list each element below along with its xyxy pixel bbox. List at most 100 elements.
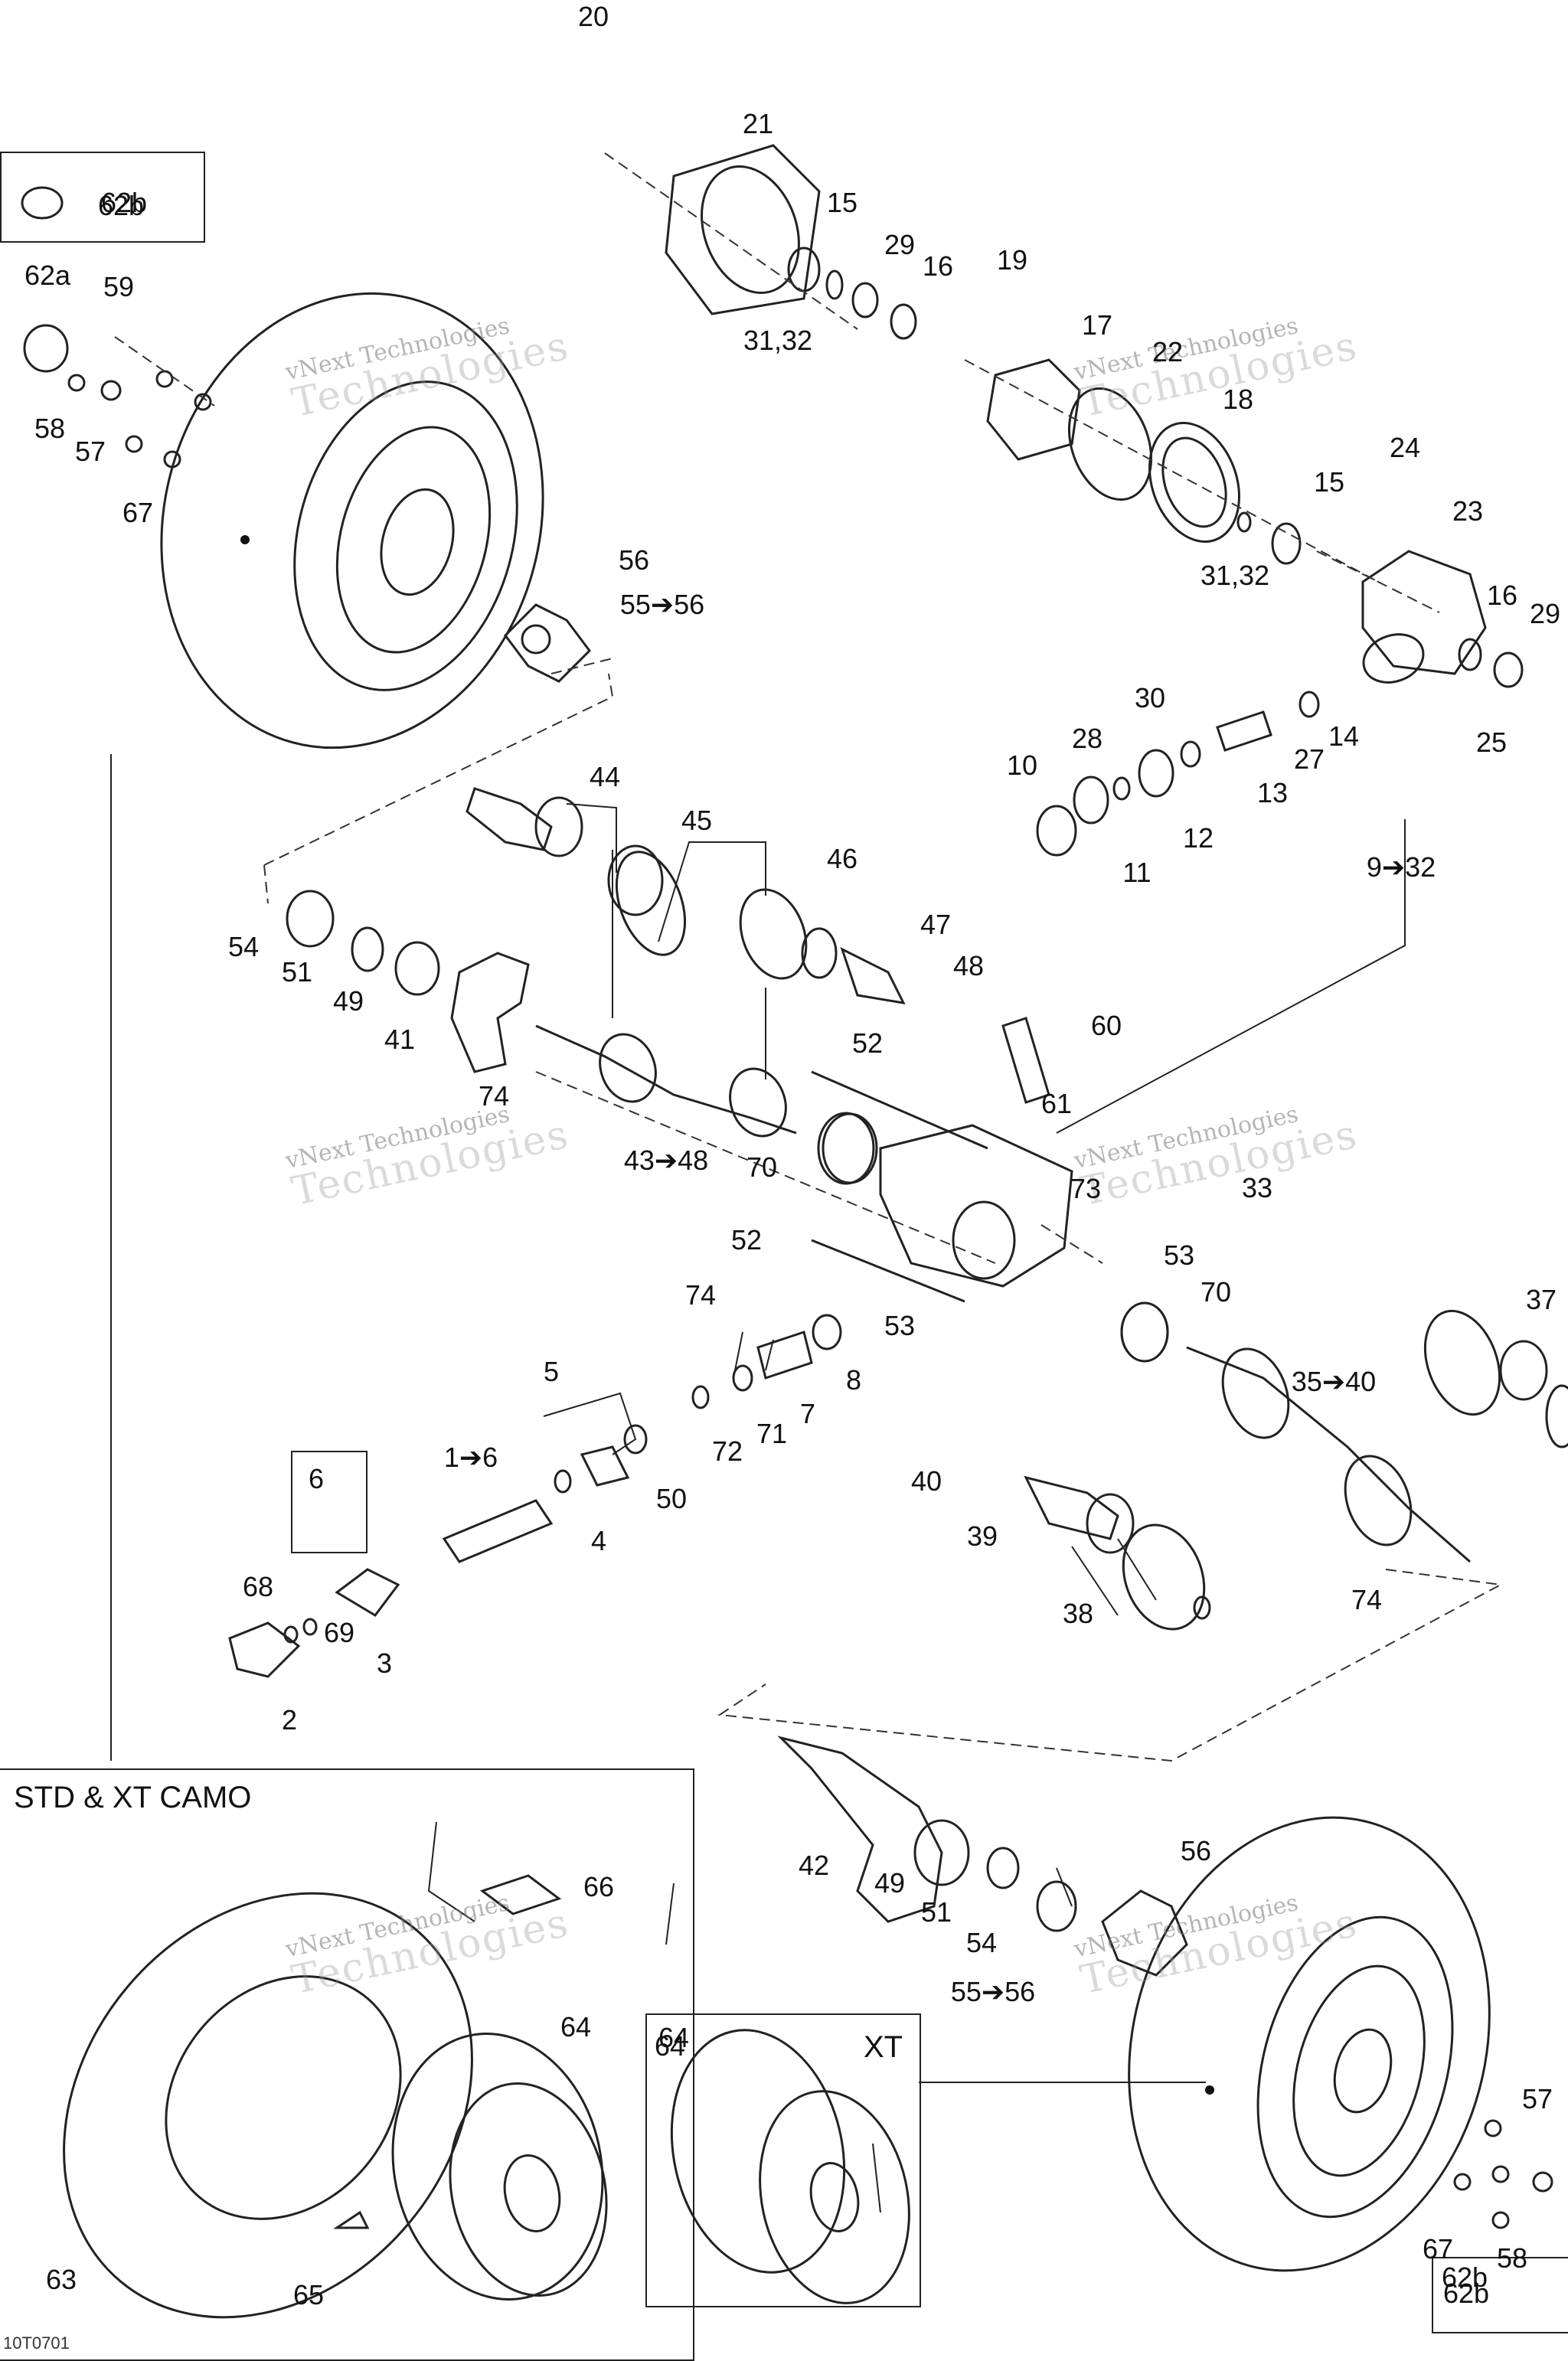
driveshaft-43 <box>535 1024 797 1135</box>
transmission <box>879 1124 1073 1288</box>
part-label: 74 <box>1351 1584 1383 1615</box>
part-label: 54 <box>965 1927 998 1958</box>
part-label: 25 <box>1475 727 1508 758</box>
part-label: 46 <box>826 843 858 874</box>
part-label: 50 <box>655 1483 688 1514</box>
part-label: 31,32 <box>743 325 813 356</box>
rim-upper-left <box>293 380 518 691</box>
part-label: 24 <box>1389 432 1421 463</box>
part-label: 35➔40 <box>1291 1366 1377 1397</box>
part-label: 39 <box>966 1520 998 1552</box>
part-label: 67 <box>1422 2233 1454 2265</box>
part-label: 47 <box>920 909 952 940</box>
figure-code: 10T0701 <box>3 2333 70 2353</box>
part-label: 49 <box>874 1867 906 1899</box>
valve-66 <box>479 1874 562 1915</box>
part-label: 52 <box>730 1224 763 1256</box>
part-label: 13 <box>1256 777 1289 808</box>
part-label: 55➔56 <box>950 1976 1036 2007</box>
part-label: 55➔56 <box>619 589 705 620</box>
part-label: 62b <box>1441 2261 1488 2293</box>
xt-part-label: 64 <box>655 2030 686 2062</box>
inset-62b-bottom-label: 62b <box>1443 2278 1490 2309</box>
part-label: 64 <box>658 2022 690 2053</box>
part-label: 38 <box>1062 1598 1094 1629</box>
driveshaft-35 <box>1186 1346 1471 1563</box>
part-label: 71 <box>756 1418 788 1449</box>
part-label: 60 <box>1090 1010 1122 1041</box>
part-label: 54 <box>227 931 260 962</box>
part-label: 31,32 <box>1200 560 1270 591</box>
part-label: 59 <box>103 271 135 302</box>
part-label: 72 <box>711 1435 743 1467</box>
part-label: 6 <box>308 1463 325 1494</box>
part-label: 57 <box>74 436 106 467</box>
part-label: 19 <box>996 244 1028 276</box>
knuckle-41 <box>450 952 530 1073</box>
part-label: 2 <box>281 1704 298 1736</box>
part-label: 74 <box>684 1279 717 1311</box>
part-label: 5 <box>543 1356 560 1387</box>
part-label: 3 <box>376 1647 393 1679</box>
part-label: 70 <box>1200 1276 1232 1308</box>
part-label: 70 <box>746 1151 778 1183</box>
part-label: 58 <box>34 413 66 444</box>
housing-21 <box>665 144 821 315</box>
part-label: 62a <box>24 260 71 291</box>
part-label: 1➔6 <box>443 1442 498 1473</box>
hub-upper-left <box>504 603 591 683</box>
hub-lower-right <box>1101 1889 1188 1977</box>
part-label: 61 <box>1040 1088 1073 1119</box>
part-label: 43➔48 <box>623 1145 709 1176</box>
rim-xt <box>670 2029 846 2274</box>
part-label: 14 <box>1328 720 1360 752</box>
part-label: 30 <box>1134 682 1166 714</box>
part-label: 8 <box>845 1364 862 1396</box>
part-label: 53 <box>884 1310 916 1341</box>
part-label: 68 <box>242 1571 274 1602</box>
xt-box <box>645 2013 921 2307</box>
part-label: 16 <box>1486 580 1518 611</box>
differential-17 <box>986 358 1081 461</box>
part-label: 15 <box>826 187 858 218</box>
part-label: 53 <box>1163 1239 1195 1271</box>
std-xt-camo-title: STD & XT CAMO <box>14 1781 252 1814</box>
inset-62b-label: 62b <box>98 190 145 221</box>
part-label: 74 <box>478 1080 510 1112</box>
part-label: 52 <box>851 1027 884 1059</box>
u-joint-3 <box>335 1568 400 1617</box>
part-label: 16 <box>922 250 954 282</box>
part-label: 48 <box>952 950 985 981</box>
inset-box-62b <box>0 152 205 243</box>
inset-box-6 <box>291 1451 368 1553</box>
part-label: 12 <box>1182 822 1214 854</box>
part-label: 65 <box>292 2279 325 2310</box>
part-label: 29 <box>884 229 916 260</box>
housing-23 <box>1361 550 1487 675</box>
part-label: 20 <box>577 1 609 32</box>
part-label: 29 <box>1529 598 1561 629</box>
part-label: 56 <box>618 544 650 576</box>
part-label: 49 <box>332 985 364 1017</box>
part-label: 64 <box>560 2011 592 2043</box>
part-label: 9➔32 <box>1366 851 1436 883</box>
part-label: 11 <box>1122 857 1152 888</box>
yoke-2 <box>228 1621 301 1678</box>
part-label: 57 <box>1521 2083 1553 2114</box>
part-label: 10 <box>1006 749 1038 781</box>
inset-box-62b-bottom <box>1432 2257 1568 2333</box>
part-label: 23 <box>1452 495 1484 527</box>
part-label: 62b <box>100 187 148 218</box>
part-label: 58 <box>1496 2242 1528 2274</box>
part-label: 41 <box>384 1024 416 1055</box>
part-label: 37 <box>1525 1284 1557 1315</box>
part-label: 56 <box>1180 1835 1212 1866</box>
tire-lower-right <box>1128 1816 1491 2272</box>
part-label: 45 <box>681 805 713 836</box>
part-label: 28 <box>1071 723 1103 754</box>
part-label: 22 <box>1152 336 1184 367</box>
part-label: 15 <box>1313 466 1345 498</box>
std-xt-camo-box <box>0 1768 694 2361</box>
part-label: 42 <box>798 1850 830 1881</box>
